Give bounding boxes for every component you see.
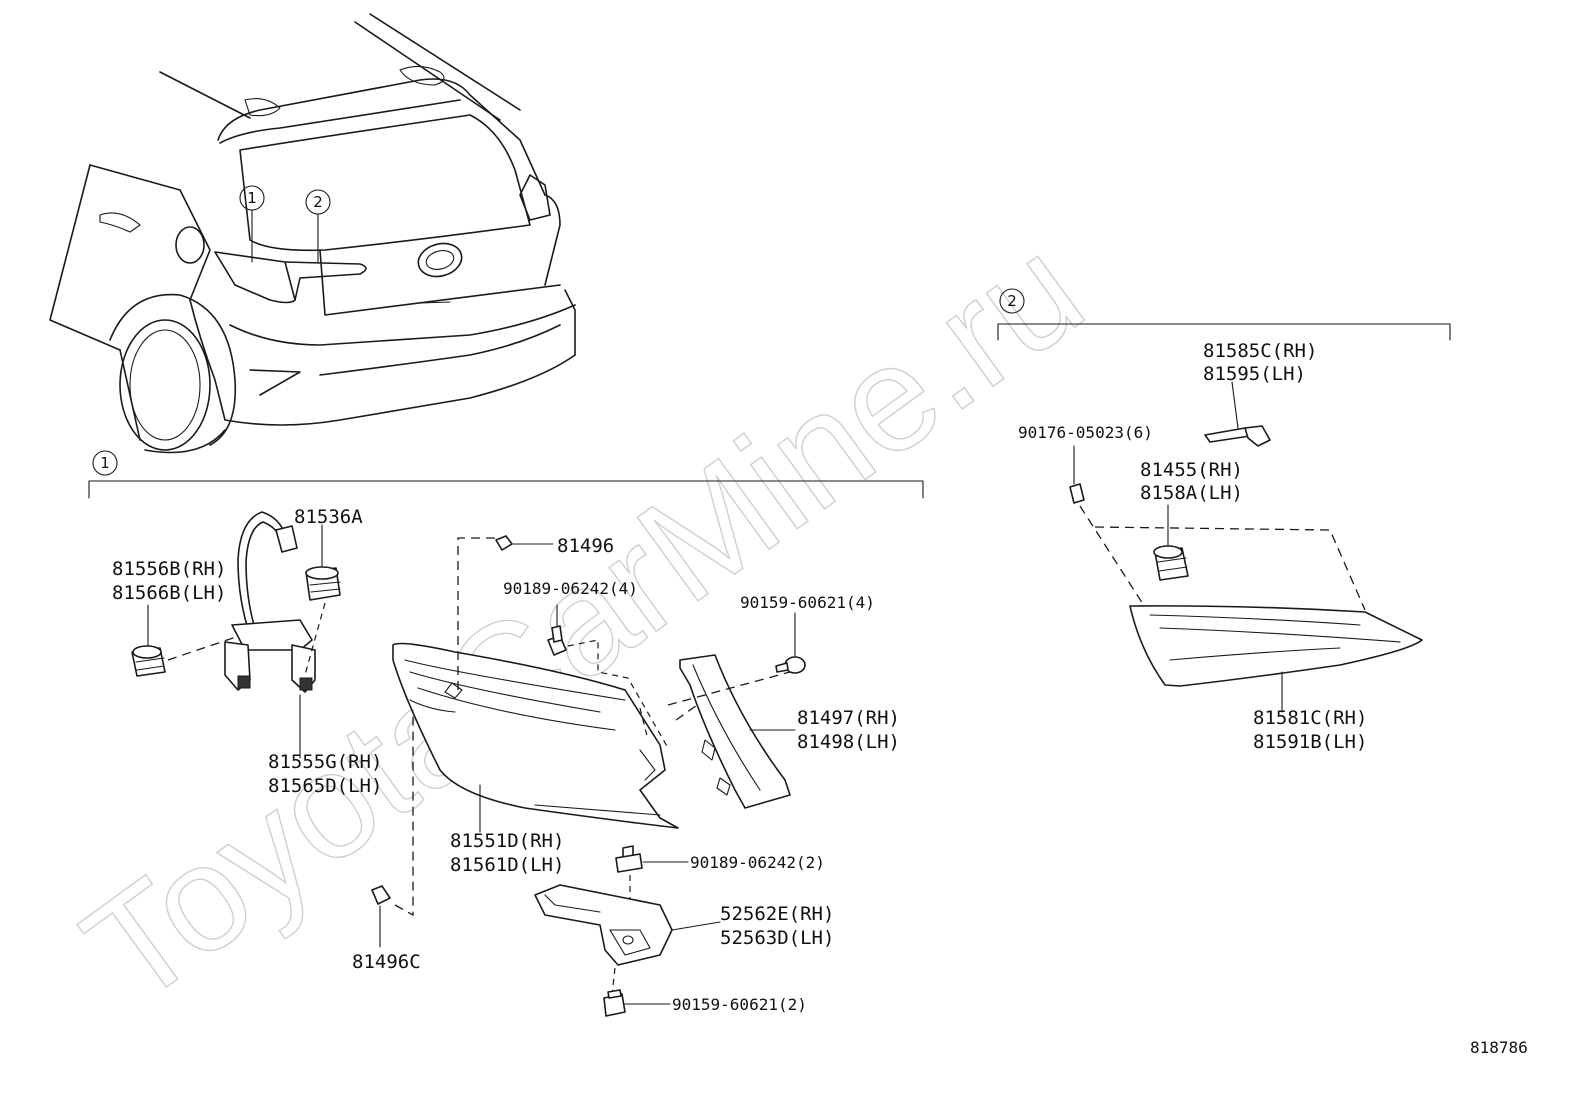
socket-81585c bbox=[1204, 381, 1271, 447]
label-90189-4: 90189-06242(4) bbox=[503, 579, 638, 598]
label-81556b-rh: 81556B(RH) bbox=[112, 558, 226, 580]
inner-lamp-81581c bbox=[1129, 605, 1423, 713]
clip-90176 bbox=[1069, 445, 1085, 504]
label-81585c-rh: 81585C(RH) bbox=[1203, 340, 1317, 362]
screw-90189-4 bbox=[547, 604, 567, 656]
bulb-81455 bbox=[1153, 504, 1189, 581]
screw-90159-4 bbox=[775, 612, 806, 674]
screw-90159-2 bbox=[603, 989, 671, 1017]
garnish-81497 bbox=[679, 654, 796, 809]
clip-81496 bbox=[495, 535, 554, 551]
screw-90189-2 bbox=[615, 845, 689, 873]
diagram-id: 818786 bbox=[1470, 1038, 1528, 1057]
label-90176: 90176-05023(6) bbox=[1018, 423, 1153, 442]
clip-81496c bbox=[371, 885, 391, 948]
label-90159-4: 90159-60621(4) bbox=[740, 593, 875, 612]
label-52562e-rh: 52562E(RH) bbox=[720, 903, 834, 925]
callout-2-group bbox=[999, 288, 1025, 314]
car-rear-view bbox=[49, 13, 576, 454]
label-90189-2: 90189-06242(2) bbox=[690, 853, 825, 872]
group-2-bracket bbox=[997, 323, 1451, 341]
bracket-52562e bbox=[534, 884, 721, 966]
label-81496c: 81496C bbox=[352, 951, 421, 973]
bulb-socket-81536a bbox=[305, 524, 341, 601]
label-81551d-rh: 81551D(RH) bbox=[450, 830, 564, 852]
callout-1-group-text: 1 bbox=[100, 454, 110, 472]
bulb-81556b bbox=[131, 604, 166, 677]
label-81565d-lh: 81565D(LH) bbox=[268, 775, 382, 797]
callout-2-group-text: 2 bbox=[1007, 292, 1017, 310]
label-81595-lh: 81595(LH) bbox=[1203, 363, 1306, 385]
label-81555g-rh: 81555G(RH) bbox=[268, 751, 382, 773]
label-81496: 81496 bbox=[557, 535, 614, 557]
label-81591b-lh: 81591B(LH) bbox=[1253, 731, 1367, 753]
label-8158a-lh: 8158A(LH) bbox=[1140, 482, 1243, 504]
group-1-bracket bbox=[88, 480, 924, 499]
label-81497-rh: 81497(RH) bbox=[797, 707, 900, 729]
callout-2-car-text: 2 bbox=[313, 193, 323, 211]
socket-wire-81555g bbox=[224, 511, 316, 759]
label-90159-2: 90159-60621(2) bbox=[672, 995, 807, 1014]
label-52563d-lh: 52563D(LH) bbox=[720, 927, 834, 949]
label-81581c-rh: 81581C(RH) bbox=[1253, 707, 1367, 729]
label-81498-lh: 81498(LH) bbox=[797, 731, 900, 753]
callout-1-group bbox=[92, 450, 118, 476]
callout-2-car bbox=[305, 189, 331, 215]
label-81455-rh: 81455(RH) bbox=[1140, 459, 1243, 481]
label-81536a: 81536A bbox=[294, 506, 363, 528]
callout-1-car-text: 1 bbox=[247, 189, 257, 207]
label-81566b-lh: 81566B(LH) bbox=[112, 582, 226, 604]
callout-1-car bbox=[239, 185, 265, 211]
label-81561d-lh: 81561D(LH) bbox=[450, 854, 564, 876]
